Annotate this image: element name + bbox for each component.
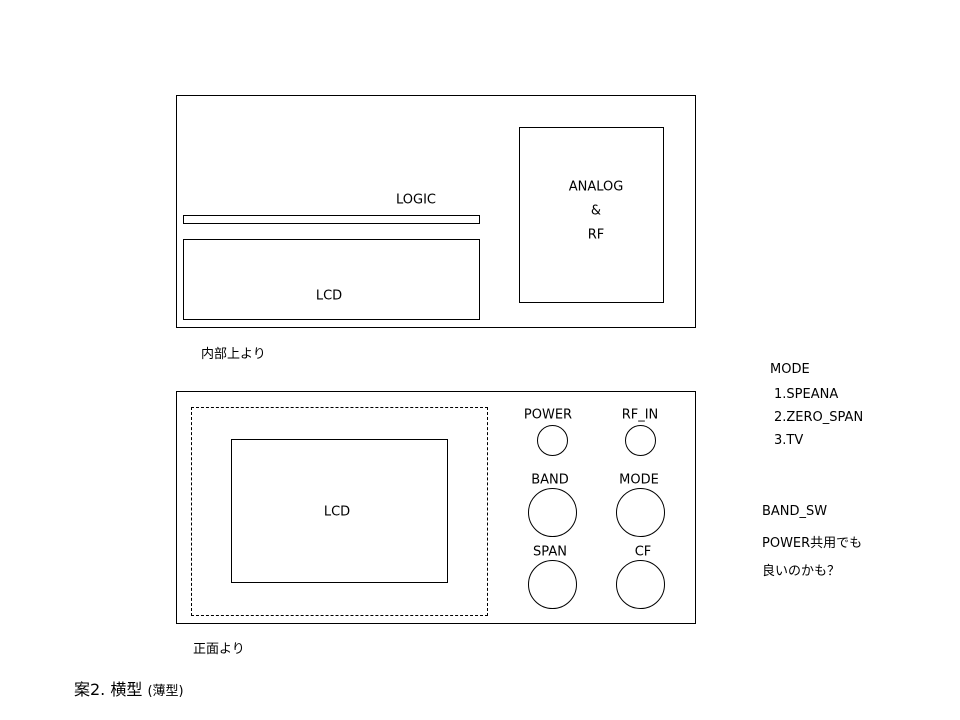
diagram-title: 案2. 横型 (薄型) [74,676,184,700]
rf-in-label: RF_IN [621,407,659,423]
power-label: POWER [523,407,573,423]
top-view-enclosure [176,95,696,328]
front-view-caption: 正面より [193,642,245,657]
display-area-outline [191,407,488,616]
band-note-2: POWER共用でも [762,536,863,551]
span-label: SPAN [533,544,567,560]
analog-rf-box [519,127,664,303]
band-knob [528,488,577,537]
cf-knob [616,560,665,609]
band-note-1: BAND_SW [762,504,828,519]
logic-label: LOGIC [396,192,436,208]
band-note-3: 良いのかも？ [762,564,841,579]
mode-knob [616,488,665,537]
front-view-enclosure [176,391,696,624]
power-knob [537,425,568,456]
band-label: BAND [531,472,569,488]
title-sub: (薄型) [147,684,184,699]
front-lcd-box [231,439,448,583]
mode-note-2: 2.ZERO_SPAN [774,410,864,425]
mode-note-title: MODE [770,362,810,377]
span-knob [528,560,577,609]
top-lcd-label: LCD [315,288,343,304]
analog-label: ANALOG [568,179,624,195]
cf-label: CF [634,544,652,560]
logic-board [183,215,480,224]
mode-label: MODE [619,472,659,488]
top-lcd-box [183,239,480,320]
top-view-caption: 内部上より [201,347,266,362]
rf-in-connector [625,425,656,456]
front-lcd-label: LCD [323,504,351,520]
mode-note-3: 3.TV [774,433,804,448]
rf-label: RF [587,227,605,243]
mode-note-1: 1.SPEANA [774,387,839,402]
title-main: 案2. 横型 [74,680,143,699]
ampersand-label: & [590,203,602,219]
